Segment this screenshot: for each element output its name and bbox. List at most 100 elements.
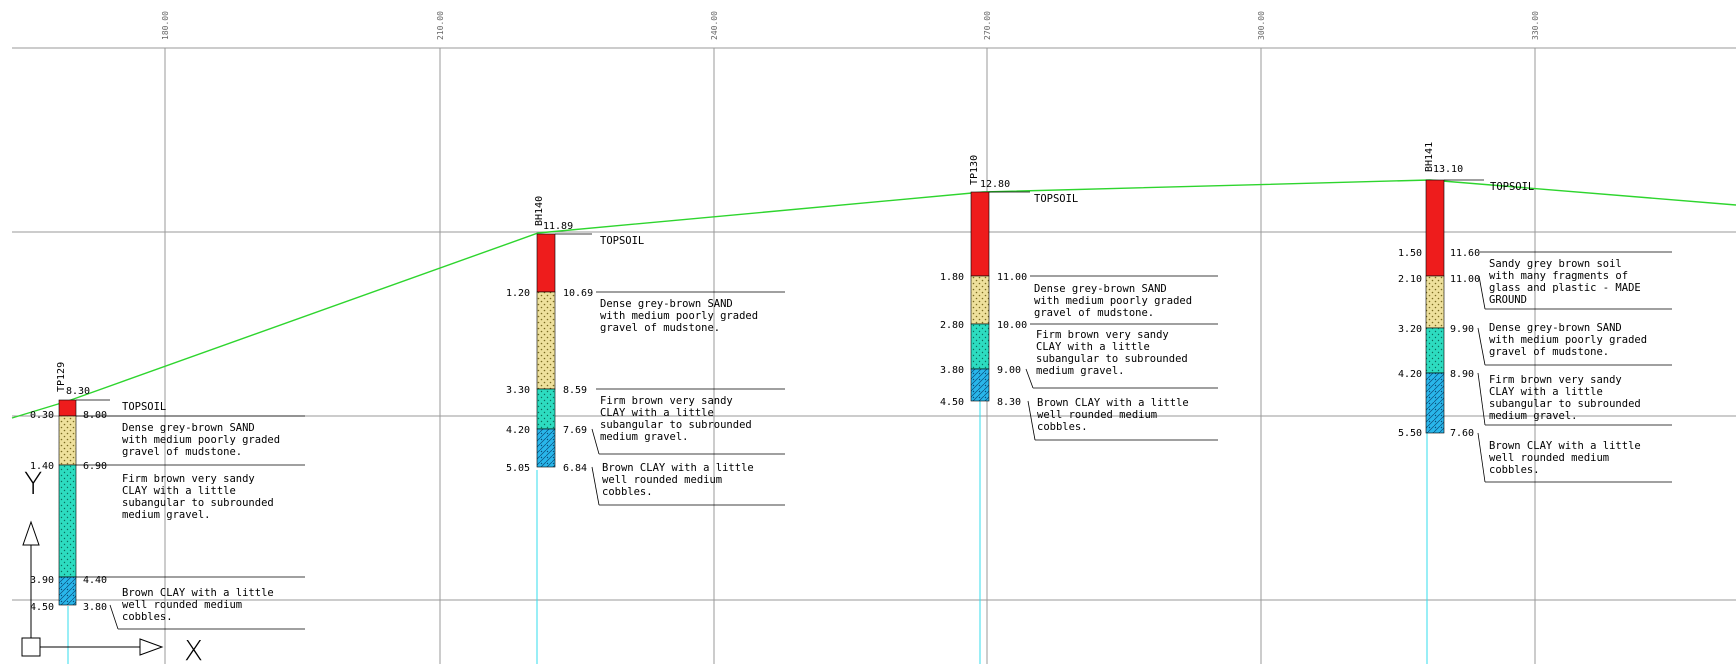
ucs-icon (21, 520, 164, 657)
description-line: with medium poorly graded (122, 434, 280, 446)
description-line: with medium poorly graded (1489, 334, 1647, 346)
ucs-y-arrow (22, 520, 40, 546)
depth-label: 0.30 (30, 410, 54, 421)
description-line: well rounded medium (122, 599, 242, 611)
description-line: CLAY with a little (1036, 341, 1150, 353)
description-line: Firm brown very sandy (600, 395, 733, 407)
description-sand: Dense grey-brown SAND with medium poorly… (122, 422, 280, 458)
description-line: subangular to subrounded (122, 497, 274, 509)
level-label: 8.00 (83, 410, 107, 421)
leader-lines (989, 191, 1218, 441)
ground-level-label: 13.10 (1433, 164, 1463, 175)
description-sandy-clay: Firm brown very sandy CLAY with a little… (1036, 329, 1188, 377)
depth-label: 3.20 (1398, 324, 1422, 335)
description-line: subangular to subrounded (1036, 353, 1188, 365)
description-line: Sandy grey brown soil (1489, 258, 1622, 270)
level-label: 11.00 (997, 272, 1027, 283)
description-brown-clay: Brown CLAY with a little well rounded me… (122, 587, 274, 623)
description-sand: Dense grey-brown SAND with medium poorly… (1034, 283, 1192, 319)
description-line: cobbles. (122, 611, 173, 623)
description-line: gravel of mudstone. (1489, 346, 1609, 358)
description-line: well rounded medium (1037, 409, 1157, 421)
topsoil-label: TOPSOIL (1490, 181, 1534, 193)
level-label: 7.60 (1450, 428, 1474, 439)
layer-topsoil (970, 191, 990, 277)
ground-level-label: 8.30 (66, 386, 90, 397)
description-line: with many fragments of (1489, 270, 1628, 282)
borehole-id: TP129 (56, 362, 67, 392)
depth-label: 3.90 (30, 575, 54, 586)
description-brown-clay: Brown CLAY with a little well rounded me… (1037, 397, 1189, 433)
axis-tick-label: 180.00 (161, 11, 170, 40)
description-line: glass and plastic - MADE (1489, 282, 1641, 294)
description-line: Brown CLAY with a little (1489, 440, 1641, 452)
description-brown-clay: Brown CLAY with a little well rounded me… (1489, 440, 1641, 476)
description-line: GROUND (1489, 294, 1527, 306)
description-line: medium gravel. (1489, 410, 1578, 422)
description-line: Brown CLAY with a little (122, 587, 274, 599)
layer-brown-clay (536, 428, 556, 468)
depth-label: 3.30 (506, 385, 530, 396)
borehole-bh140[interactable]: BH140 11.89 1.20 3.30 4.20 5.05 10.69 8.… (506, 196, 785, 506)
borehole-tp130[interactable]: TP130 12.80 1.80 2.80 3.80 4.50 11.00 10… (940, 155, 1218, 441)
depth-label: 5.05 (506, 463, 530, 474)
level-label: 4.40 (83, 575, 107, 586)
layer-sand (970, 275, 990, 325)
level-label: 10.00 (997, 320, 1027, 331)
description-line: gravel of mudstone. (122, 446, 242, 458)
ucs-x-arrow (139, 638, 164, 656)
axis-tick-label: 270.00 (983, 11, 992, 40)
description-line: Dense grey-brown SAND (600, 298, 733, 310)
leader-lines (76, 399, 305, 630)
level-label: 11.60 (1450, 248, 1480, 259)
description-line: cobbles. (1489, 464, 1540, 476)
borehole-tp129[interactable]: TP129 8.30 0.30 1.40 3.90 4.50 8.00 6.90… (30, 362, 305, 630)
description-line: medium gravel. (600, 431, 689, 443)
level-label: 9.00 (997, 365, 1021, 376)
description-line: Brown CLAY with a little (602, 462, 754, 474)
axis-tick-labels: 180.00 210.00 240.00 270.00 300.00 330.0… (161, 11, 1540, 40)
description-line: gravel of mudstone. (600, 322, 720, 334)
leader-lines (1444, 179, 1672, 483)
grid (12, 47, 1736, 664)
description-sand: Dense grey-brown SAND with medium poorly… (1489, 322, 1647, 358)
ground-profile-line (11, 179, 1736, 419)
level-label: 8.30 (997, 397, 1021, 408)
layer-sandy-clay (1425, 327, 1445, 374)
borehole-id: TP130 (969, 155, 980, 185)
axis-tick-label: 210.00 (436, 11, 445, 40)
depth-label: 4.20 (1398, 369, 1422, 380)
borehole-projection-lines (67, 400, 1428, 664)
axis-tick-label: 330.00 (1531, 11, 1540, 40)
depth-label: 1.20 (506, 288, 530, 299)
description-line: Firm brown very sandy (1036, 329, 1169, 341)
borehole-id: BH141 (1424, 142, 1435, 172)
depth-label: 1.80 (940, 272, 964, 283)
description-line: subangular to subrounded (600, 419, 752, 431)
layer-sand (1425, 275, 1445, 329)
level-label: 7.69 (563, 425, 587, 436)
topsoil-label: TOPSOIL (600, 235, 644, 247)
description-line: subangular to subrounded (1489, 398, 1641, 410)
depth-label: 4.50 (940, 397, 964, 408)
leader-lines (555, 233, 785, 506)
description-line: CLAY with a little (600, 407, 714, 419)
description-line: medium gravel. (122, 509, 211, 521)
topsoil-label: TOPSOIL (1034, 193, 1078, 205)
description-line: cobbles. (1037, 421, 1088, 433)
description-sandy-clay: Firm brown very sandy CLAY with a little… (600, 395, 752, 443)
ground-level-label: 11.89 (543, 221, 573, 232)
borehole-bh141[interactable]: BH141 13.10 1.50 2.10 3.20 4.20 5.50 11.… (1398, 142, 1672, 483)
description-made-ground: Sandy grey brown soil with many fragment… (1489, 258, 1641, 306)
layer-sandy-clay (536, 388, 556, 430)
description-line: with medium poorly graded (600, 310, 758, 322)
ucs-y-label: Y (24, 467, 42, 502)
level-label: 11.00 (1450, 274, 1480, 285)
layer-sand (58, 415, 77, 466)
description-line: Firm brown very sandy (1489, 374, 1622, 386)
description-line: Dense grey-brown SAND (122, 422, 255, 434)
description-line: Dense grey-brown SAND (1034, 283, 1167, 295)
level-label: 9.90 (1450, 324, 1474, 335)
depth-label: 1.40 (30, 461, 54, 472)
